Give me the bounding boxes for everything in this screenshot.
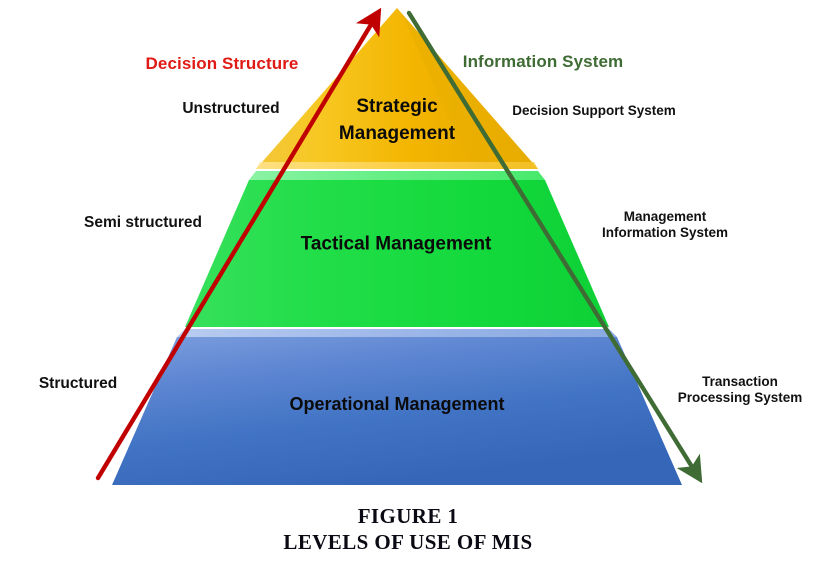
pyramid-tier-tactical[interactable] <box>185 171 609 327</box>
right-level-mis-line2: Information System <box>601 224 729 240</box>
information-system-heading: Information System <box>462 52 624 71</box>
right-level-transaction-processing-system: Transaction Processing System <box>678 374 803 406</box>
figure-caption-line1: FIGURE 1 <box>357 504 459 528</box>
pyramid-tier-operational[interactable] <box>112 329 682 485</box>
tier-tactical-line1: Tactical Management <box>300 233 492 255</box>
figure-caption-line2: LEVELS OF USE OF MIS <box>283 529 533 554</box>
tier-operational-top-face <box>177 329 617 337</box>
tier-strategic-line1: Strategic <box>356 96 438 118</box>
decision-structure-arrow <box>95 7 382 481</box>
decision-structure-heading: Decision Structure <box>145 54 299 73</box>
left-level-unstructured: Unstructured <box>182 100 280 117</box>
tier-strategic-line2: Management <box>338 123 456 144</box>
tier-operational-line1: Operational Management <box>289 394 505 415</box>
left-level-semi-structured: Semi structured <box>83 214 203 231</box>
tier-tactical-body <box>185 180 609 327</box>
tier-label-tactical-management: Tactical Management <box>301 232 492 259</box>
figure-caption: FIGURE 1 LEVELS OF USE OF MIS <box>0 504 816 555</box>
right-level-tps-line2: Processing System <box>677 389 803 405</box>
tier-tactical-top-face <box>249 171 545 180</box>
right-level-dss-line1: Decision Support System <box>512 103 676 118</box>
left-level-structured: Structured <box>38 375 118 392</box>
right-level-management-information-system: Management Information System <box>602 209 728 241</box>
right-level-mis-line1: Management <box>623 209 707 224</box>
tier-operational-body <box>112 337 682 485</box>
tier-label-operational-management: Operational Management <box>289 392 504 418</box>
right-level-decision-support-system: Decision Support System <box>512 103 676 119</box>
right-level-tps-line1: Transaction <box>702 374 778 389</box>
tier-label-strategic-management: Strategic Management <box>339 94 455 148</box>
information-system-arrow <box>406 10 703 484</box>
tier-strategic-top-face <box>256 162 538 169</box>
